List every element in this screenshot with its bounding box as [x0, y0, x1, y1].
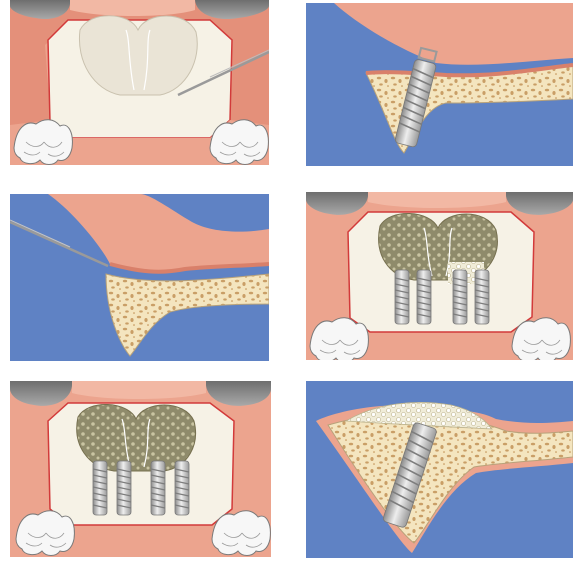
implant-2 — [417, 270, 431, 324]
panel-augmented-implant — [306, 381, 573, 558]
implant-4 — [175, 461, 189, 515]
implant-3 — [453, 270, 467, 324]
panel-membrane-elevation — [10, 194, 269, 361]
implant-thin-bone-illustration — [306, 3, 573, 166]
lower-right-molar — [210, 120, 268, 165]
sinus-incision-illustration — [10, 0, 269, 165]
implant-3 — [151, 461, 165, 515]
implant-2 — [117, 461, 131, 515]
panel-implant-thin-bone — [306, 3, 573, 166]
implant-1 — [395, 270, 409, 324]
lower-right-molar — [212, 511, 270, 556]
lower-right-molar — [512, 318, 570, 360]
panel-four-implants — [10, 381, 271, 557]
panel-implants-graft — [306, 192, 573, 360]
lower-left-molar — [16, 511, 74, 556]
lower-left-molar — [14, 120, 72, 165]
implant-1 — [93, 461, 107, 515]
lower-left-molar — [310, 318, 368, 360]
panel-sinus-incision — [10, 0, 269, 165]
four-implants-illustration — [10, 381, 271, 557]
implants-graft-illustration — [306, 192, 573, 360]
membrane-elevation-illustration — [10, 194, 269, 361]
augmented-implant-illustration — [306, 381, 573, 558]
implant-4 — [475, 270, 489, 324]
